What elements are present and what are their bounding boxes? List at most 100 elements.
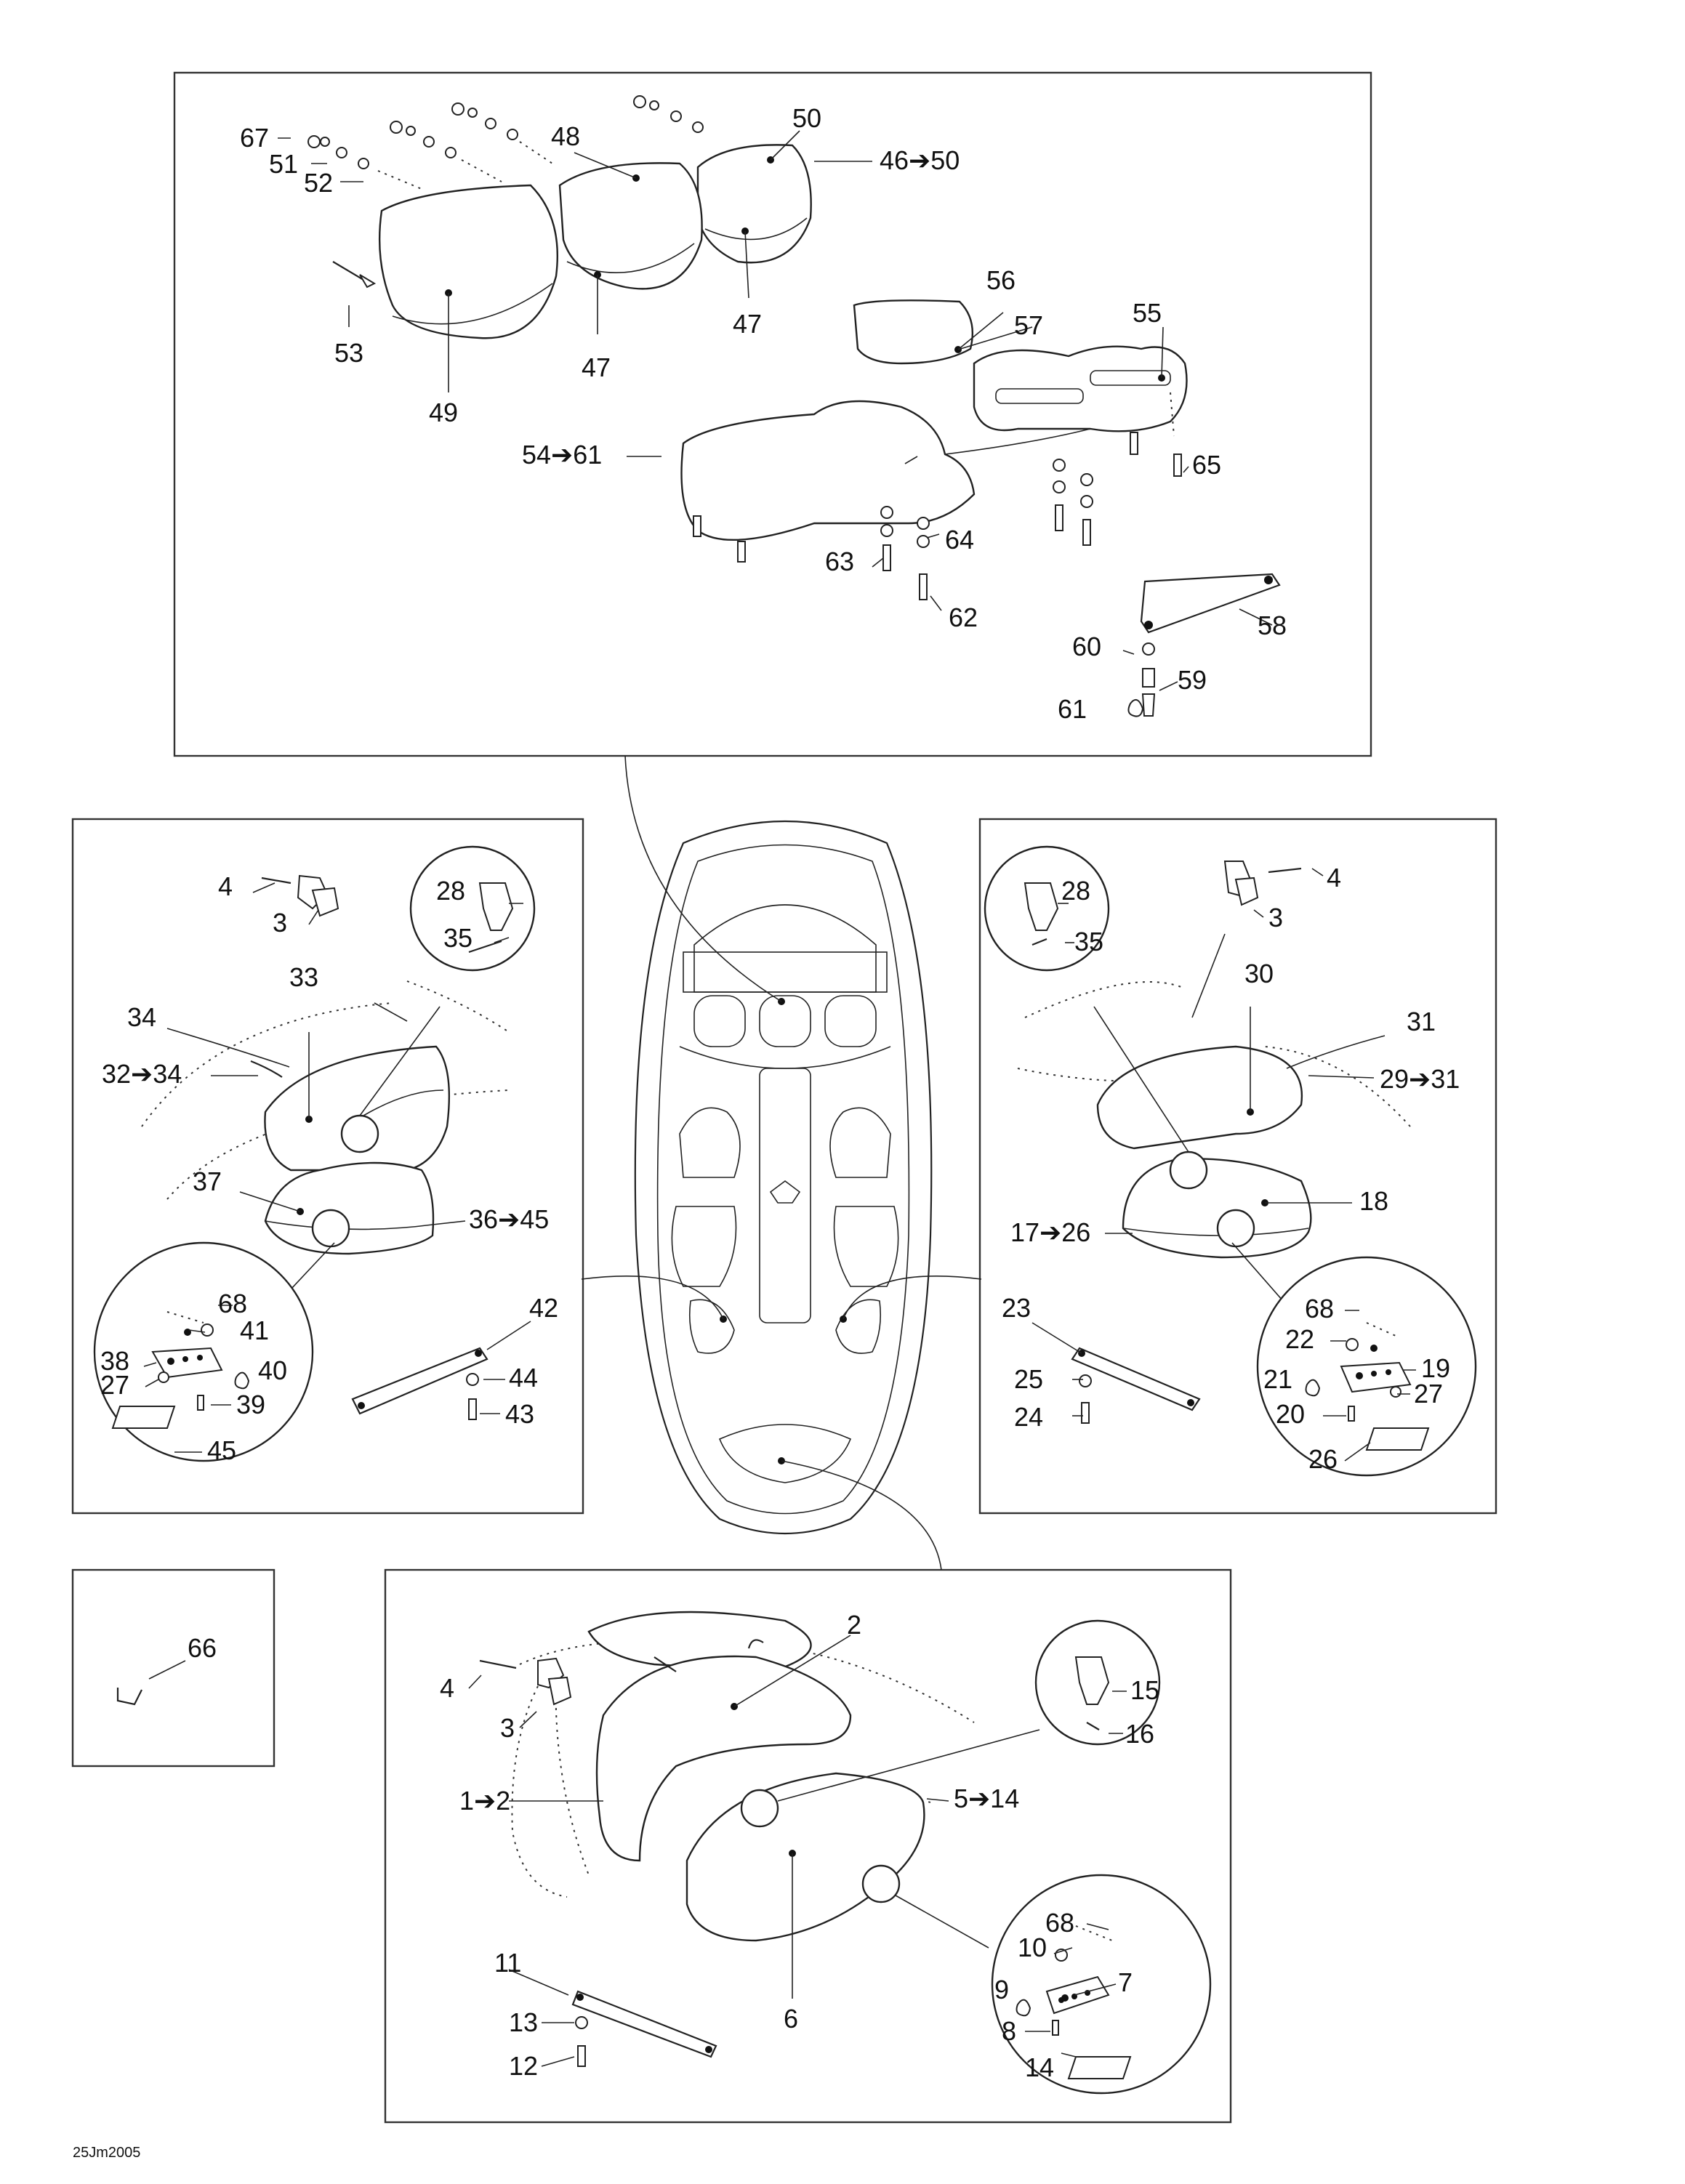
callout-17-26: 17➔26 (1010, 1217, 1090, 1247)
callout-14: 14 (1025, 2052, 1054, 2082)
callout-60: 60 (1072, 632, 1101, 661)
callout-1-2: 1➔2 (459, 1786, 510, 1816)
callout-22: 22 (1285, 1324, 1314, 1354)
callout-63: 63 (825, 547, 854, 576)
callout-5-14: 5➔14 (954, 1784, 1019, 1813)
callout-24: 24 (1014, 1402, 1043, 1432)
callout-26: 26 (1308, 1444, 1338, 1474)
bow-hardware (479, 1657, 572, 1706)
callout-54-61: 54➔61 (522, 440, 602, 470)
hull-overview (581, 755, 982, 1571)
callout-21: 21 (1263, 1364, 1292, 1394)
callout-32-34: 32➔34 (102, 1059, 182, 1089)
callout-4-right: 4 (1327, 863, 1341, 892)
rear-bench-seats (378, 144, 812, 339)
callout-41: 41 (240, 1315, 269, 1345)
bow-leader-lines (468, 1635, 1127, 2067)
callout-20: 20 (1276, 1399, 1305, 1429)
callout-47-right: 47 (733, 309, 762, 339)
panel-right-front-seat (978, 818, 1497, 1515)
tool-hex-key (116, 1660, 186, 1706)
bow-clip-detail (1034, 1619, 1161, 1746)
left-front-seat (141, 980, 510, 1302)
callout-16: 16 (1125, 1719, 1154, 1749)
callout-50: 50 (792, 103, 821, 133)
rear-seat-hardware (307, 95, 704, 289)
callout-52: 52 (304, 168, 333, 198)
callout-56: 56 (986, 265, 1016, 295)
diagram-code: 25Jm2005 (73, 2145, 140, 2161)
panel-left-front-seat (71, 818, 584, 1515)
callout-2: 2 (847, 1610, 861, 1640)
rear-leader-lines (278, 130, 1273, 717)
callout-47-left: 47 (582, 352, 611, 382)
callout-4-bow: 4 (440, 1673, 454, 1703)
callout-12: 12 (509, 2051, 538, 2081)
right-hardware (1223, 861, 1302, 906)
right-panel-part-dots (1247, 1108, 1378, 1379)
callout-6: 6 (784, 2004, 798, 2034)
callout-57: 57 (1014, 310, 1043, 340)
callout-25: 25 (1014, 1364, 1043, 1394)
callout-15: 15 (1130, 1675, 1159, 1705)
panel-rear-seats (173, 71, 1372, 757)
callout-30: 30 (1244, 959, 1274, 988)
callout-3-bow: 3 (500, 1713, 515, 1743)
callout-35-right: 35 (1074, 927, 1103, 956)
callout-46-50: 46➔50 (880, 145, 960, 175)
callout-68-right: 68 (1305, 1294, 1334, 1323)
callout-4-left: 4 (218, 871, 233, 901)
callout-58: 58 (1258, 611, 1287, 640)
callout-64: 64 (945, 525, 974, 555)
callout-3-left: 3 (273, 908, 287, 938)
left-leader-lines (143, 882, 531, 1453)
callout-13: 13 (509, 2007, 538, 2037)
left-bracket-detail (93, 1241, 314, 1462)
right-leader-lines (1031, 868, 1416, 1462)
bow-bracket-detail (991, 1874, 1212, 2095)
callout-11: 11 (494, 1948, 521, 1978)
callout-29-31: 29➔31 (1380, 1064, 1460, 1094)
left-strap (351, 1347, 488, 1420)
callout-55: 55 (1133, 298, 1162, 328)
callout-18: 18 (1359, 1186, 1388, 1216)
callout-65: 65 (1192, 450, 1221, 480)
callout-34: 34 (127, 1002, 156, 1032)
callout-62: 62 (949, 603, 978, 632)
callout-9: 9 (994, 1975, 1009, 2004)
callout-23: 23 (1002, 1293, 1031, 1323)
callout-33: 33 (289, 962, 318, 992)
callout-45: 45 (207, 1435, 236, 1465)
callout-27-right: 27 (1414, 1379, 1443, 1409)
right-strap (1071, 1347, 1201, 1424)
callout-27-left: 27 (100, 1370, 129, 1400)
callout-66: 66 (188, 1633, 217, 1663)
callout-59: 59 (1178, 665, 1207, 695)
callout-7: 7 (1118, 1967, 1133, 1997)
callout-68-left: 68 (218, 1289, 247, 1318)
callout-67: 67 (240, 123, 269, 153)
callout-44: 44 (509, 1363, 538, 1393)
callout-40: 40 (258, 1355, 287, 1385)
callout-31: 31 (1407, 1007, 1436, 1036)
left-hardware (261, 874, 339, 917)
callout-42: 42 (529, 1293, 558, 1323)
bow-strap (571, 1990, 717, 2067)
callout-48: 48 (551, 121, 580, 151)
callout-28-left: 28 (436, 876, 465, 906)
right-bracket-detail (1256, 1256, 1477, 1477)
callout-68-bow: 68 (1045, 1908, 1074, 1938)
callout-8: 8 (1002, 2016, 1016, 2046)
callout-19: 19 (1421, 1353, 1450, 1383)
panel-tool (71, 1568, 276, 1768)
callout-39: 39 (236, 1390, 265, 1419)
callout-labels: 67 51 52 48 50 46➔50 53 49 47 47 56 57 5… (100, 103, 1460, 2082)
callout-10: 10 (1018, 1933, 1047, 1962)
callout-61: 61 (1058, 694, 1087, 724)
right-clip-detail (984, 845, 1110, 972)
callout-35-left: 35 (443, 923, 472, 953)
panel-bow-seat (384, 1568, 1232, 2124)
callout-37: 37 (193, 1166, 222, 1196)
